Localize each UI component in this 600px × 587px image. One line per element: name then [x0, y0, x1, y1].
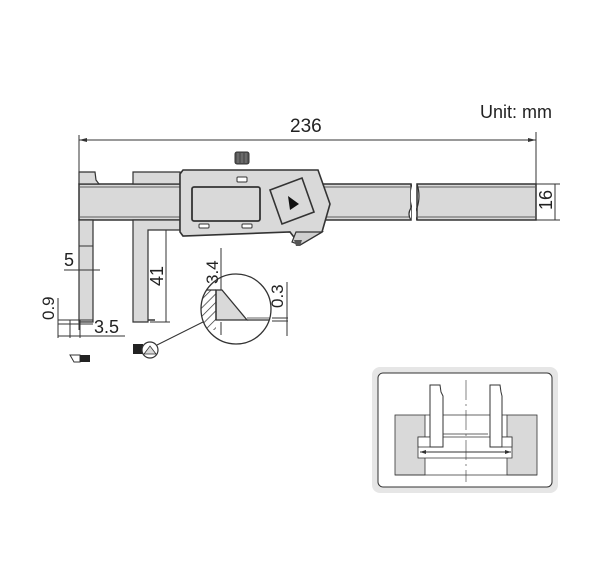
- inner-jaw-length-dimension: 41: [147, 230, 170, 323]
- detail-edge-label: 0.3: [268, 284, 287, 308]
- tip-profile-icons: [69, 321, 204, 363]
- tip-height-label: 0.9: [39, 296, 58, 320]
- lcd-screen: [191, 186, 261, 222]
- application-inset: [372, 367, 558, 493]
- jaw-step-dimension: 5: [64, 250, 100, 271]
- play-triangle-icon: [288, 196, 299, 210]
- detail-height-label: 3.4: [203, 260, 222, 284]
- tip-width-label: 3.5: [94, 317, 119, 337]
- display-unit: [179, 151, 331, 247]
- tip-dimensions: 0.9 3.5: [39, 296, 125, 338]
- detail-view: 3.4 0.3: [200, 248, 288, 345]
- beam-height-label: 16: [536, 190, 556, 210]
- fixed-jaw: [78, 171, 101, 323]
- inner-jaw-length-label: 41: [147, 266, 167, 286]
- overall-length-label: 236: [290, 116, 322, 137]
- beam-height-dimension: 16: [536, 183, 560, 221]
- origin-button: [268, 176, 316, 226]
- unit-label: Unit: mm: [480, 102, 552, 122]
- jaw-step-label: 5: [64, 250, 74, 270]
